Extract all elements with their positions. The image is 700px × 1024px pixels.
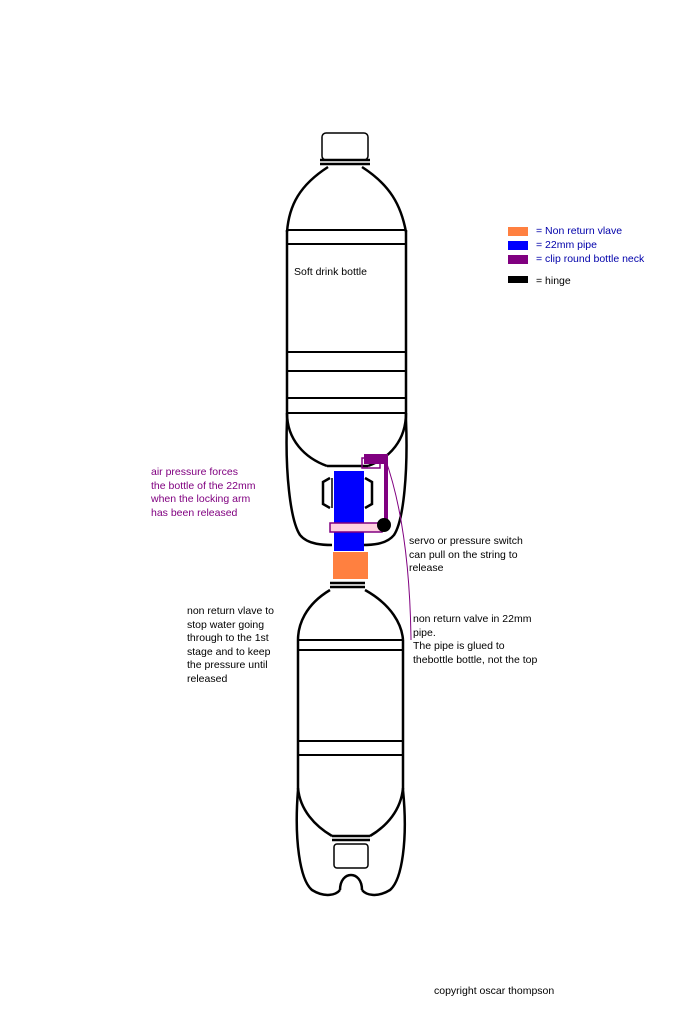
pipe-22mm: [334, 471, 364, 551]
upper-bottle: [285, 132, 408, 547]
legend-label: = Non return vlave: [536, 225, 623, 237]
hinge: [377, 518, 391, 532]
air-pressure-note: air pressure forces the bottle of the 22…: [151, 466, 256, 519]
valve-note-right: non return valve in 22mm pipe. The pipe …: [413, 613, 538, 666]
legend-label: = hinge: [536, 275, 571, 287]
legend-label: = clip round bottle neck: [536, 253, 645, 265]
bottle-label: Soft drink bottle: [294, 266, 367, 278]
legend-label: = 22mm pipe: [536, 239, 597, 251]
clip-tab: [361, 457, 381, 469]
servo-note: servo or pressure switch can pull on the…: [409, 535, 523, 574]
copyright: copyright oscar thompson: [434, 985, 555, 997]
lower-clip: [329, 522, 383, 533]
valve-note-left: non return vlave to stop water going thr…: [187, 605, 274, 685]
legend-swatch: [508, 241, 528, 250]
legend-swatch: [508, 255, 528, 264]
legend-swatch: [508, 227, 528, 236]
release-string: [384, 457, 412, 641]
lower-bottle: [295, 581, 406, 897]
legend-swatch: [508, 276, 528, 283]
non-return-valve: [333, 552, 368, 579]
upper-clip: [364, 454, 388, 464]
